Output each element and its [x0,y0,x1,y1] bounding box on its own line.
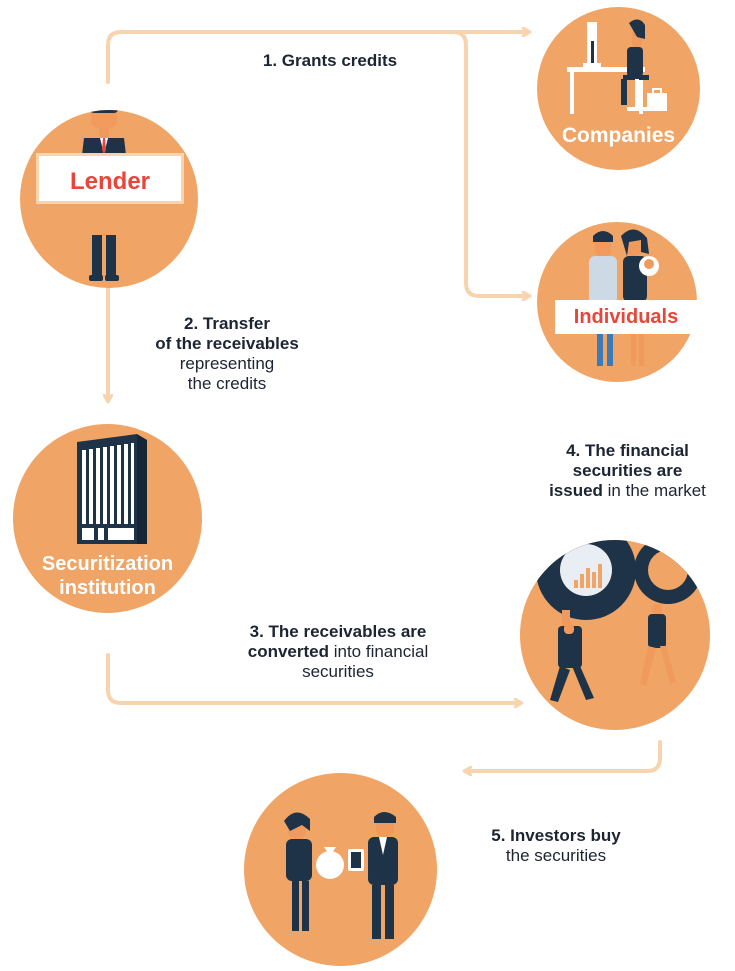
step5-text: 5. Investors buy the securities [468,826,644,866]
step3-line3: securities [302,662,374,682]
step1-text: 1. Grants credits [230,51,430,71]
companies-circle: Companies [537,7,700,170]
step3-bold-line1: 3. The receivables are [249,622,427,641]
woman-at-desk-icon [567,19,667,114]
step4-normal-line3: in the market [602,481,706,501]
lender-label: Lender [36,153,184,204]
securitization-circle: Securitization institution [13,424,202,613]
arrow-securitization-to-market [106,653,520,703]
securitization-label-line1: Securitization [41,553,174,575]
step1-bold: 1. Grants credits [262,51,398,70]
step5-line2: the securities [505,846,607,866]
step3-normal-line2: into financial [329,642,429,662]
securitization-label: Securitization institution [13,552,202,600]
step2-line3: representing [179,354,275,374]
office-building-icon [77,434,147,544]
step4-bold-line2: securities are [572,461,683,481]
companies-label: Companies [561,124,676,147]
family-icon [589,229,659,366]
step3-text: 3. The receivables are converted into fi… [200,622,476,682]
step5-bold-line1: 5. Investors buy [491,826,621,845]
investors-circle [244,773,437,966]
small-gear-icon [634,540,702,604]
market-circle [520,540,710,730]
step4-bold-line3: issued [549,481,603,501]
arrow-lender-to-companies [106,32,528,84]
step3-bold-line2: converted [247,642,329,662]
step4-text: 4. The financial securities are issued i… [520,441,735,501]
arrow-step5 [466,740,662,771]
securitization-label-line2: institution [59,577,156,599]
large-gear-icon [536,540,636,620]
step2-bold-line2: of the receivables [155,334,299,354]
arrow-lender-to-individuals [451,30,528,296]
people-lifting-gears-icon [536,540,702,702]
exchange-bag-tablet-icon [284,812,398,939]
step2-line4: the credits [187,374,267,394]
individuals-label: Individuals [555,300,697,334]
step2-bold-line1: 2. Transfer [184,314,270,333]
step4-bold-line1: 4. The financial [566,441,689,460]
step2-text: 2. Transfer of the receivables represent… [122,314,332,394]
